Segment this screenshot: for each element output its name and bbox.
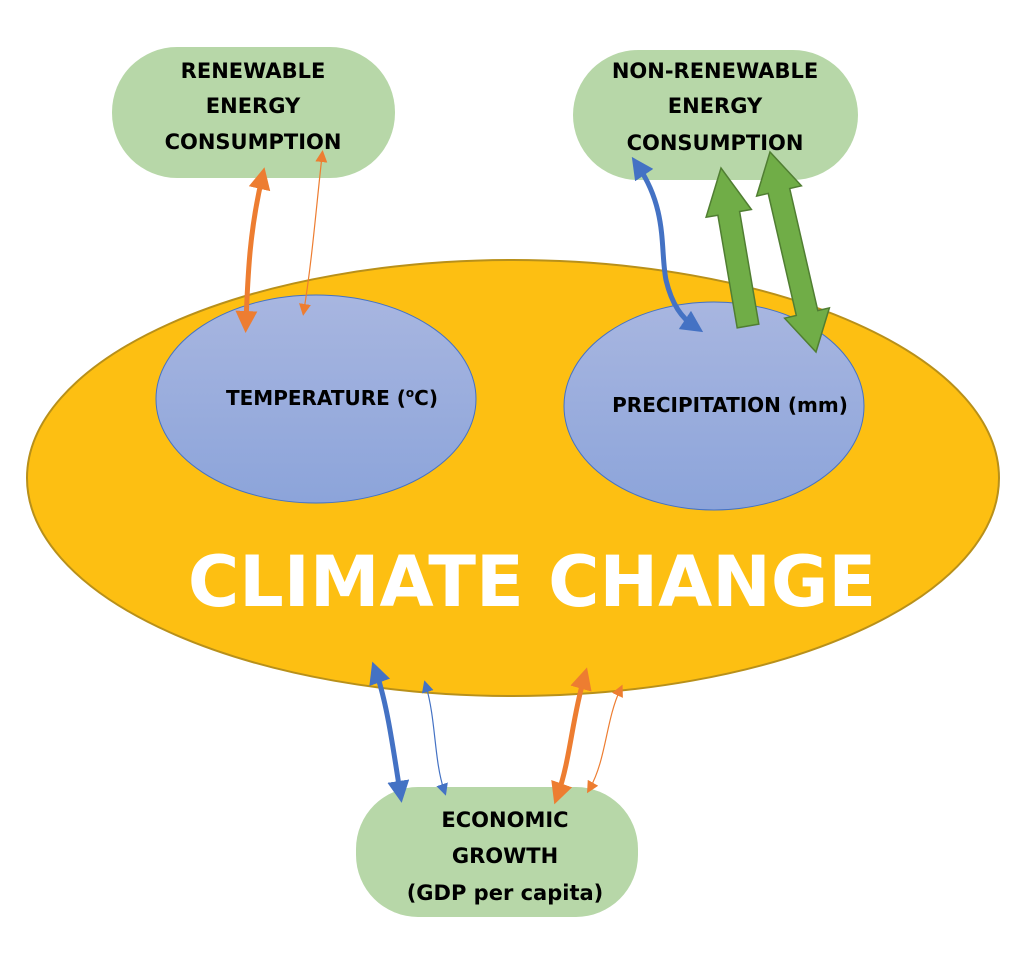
renewable-energy-node: RENEWABLE ENERGY CONSUMPTION bbox=[112, 47, 395, 178]
temperature-node: TEMPERATURE (oC) bbox=[155, 294, 477, 504]
nonrenewable-precipitation-blue-arrow bbox=[631, 156, 704, 333]
temperature-label: TEMPERATURE ( bbox=[226, 386, 406, 410]
nonrenewable-line-3: CONSUMPTION bbox=[627, 131, 804, 155]
climate-change-ellipse bbox=[26, 259, 1000, 697]
economic-line-2: GROWTH bbox=[452, 844, 558, 868]
precipitation-label: PRECIPITATION (mm) bbox=[612, 393, 848, 417]
nonrenewable-energy-node: NON-RENEWABLE ENERGY CONSUMPTION bbox=[573, 50, 858, 180]
climate-economic-orange-thin-arrow bbox=[587, 684, 623, 794]
climate-economic-blue-thick-arrow bbox=[369, 661, 410, 803]
renewable-line-3: CONSUMPTION bbox=[165, 130, 342, 154]
climate-change-label: CLIMATE CHANGE bbox=[188, 541, 876, 623]
economic-growth-node: ECONOMIC GROWTH (GDP per capita) bbox=[356, 787, 638, 917]
renewable-temperature-thin-arrow bbox=[299, 150, 328, 316]
nonrenewable-precipitation-green-double-arrow bbox=[755, 150, 831, 354]
renewable-temperature-thick-arrow bbox=[235, 167, 271, 333]
precipitation-to-nonrenewable-green-arrow bbox=[705, 166, 760, 329]
nonrenewable-line-1: NON-RENEWABLE bbox=[612, 59, 818, 83]
climate-economic-blue-thin-arrow bbox=[421, 680, 448, 796]
renewable-line-2: ENERGY bbox=[206, 94, 301, 118]
economic-line-1: ECONOMIC bbox=[441, 808, 568, 832]
degree-sup: o bbox=[406, 386, 414, 400]
nonrenewable-line-2: ENERGY bbox=[668, 94, 763, 118]
temperature-label-end: C) bbox=[414, 386, 438, 410]
renewable-line-1: RENEWABLE bbox=[181, 59, 326, 83]
climate-economic-orange-thick-arrow bbox=[551, 667, 592, 805]
precipitation-node: PRECIPITATION (mm) bbox=[563, 301, 865, 511]
svg-text:TEMPERATURE (oC): TEMPERATURE (oC) bbox=[226, 386, 438, 410]
economic-line-3: (GDP per capita) bbox=[407, 881, 604, 905]
